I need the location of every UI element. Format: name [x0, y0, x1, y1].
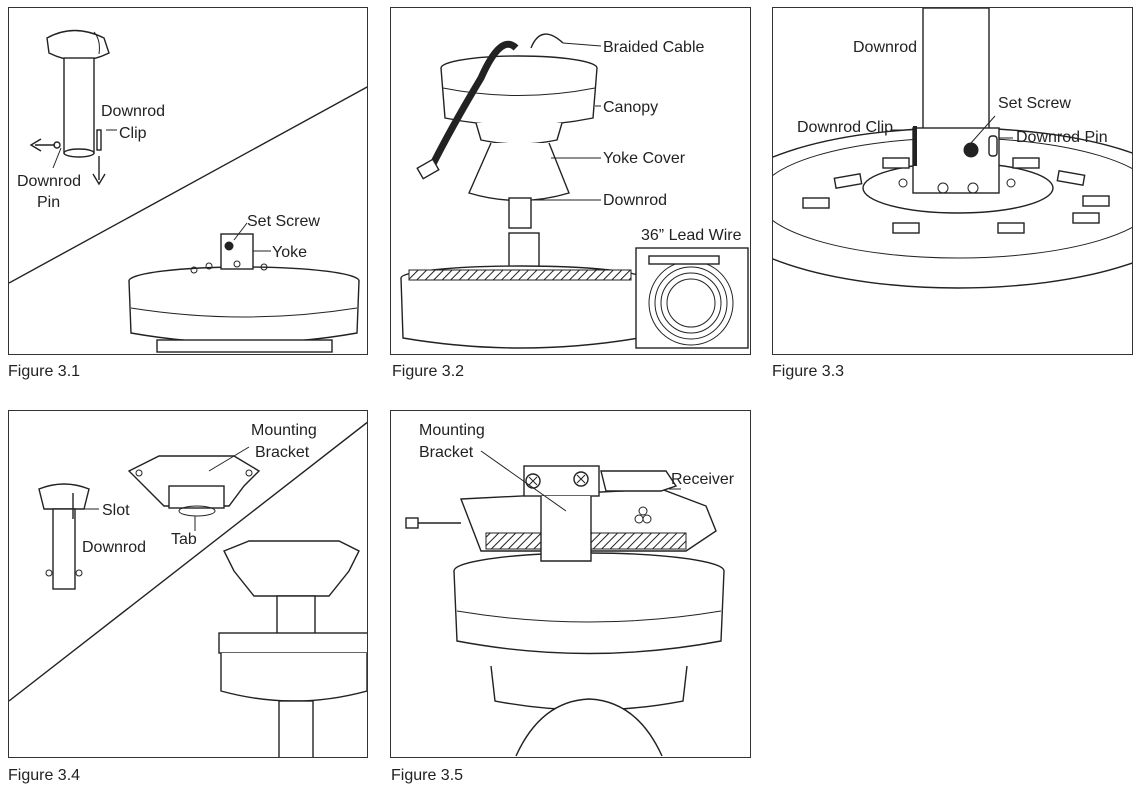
figure-3-3-illustration: Downrod Set Screw Downrod Clip Downrod P…: [773, 8, 1132, 289]
caption-figure-3-3: Figure 3.3: [772, 363, 845, 380]
caption-figure-3-1: Figure 3.1: [8, 363, 81, 380]
figure-3-2-panel: Braided Cable Canopy Yoke Cover Downrod …: [390, 7, 751, 355]
divider-line: [9, 421, 367, 702]
divider-line: [9, 86, 367, 284]
figure-3-5-panel: Mounting Bracket Receiver: [390, 410, 751, 758]
motor-housing: [128, 222, 360, 353]
motor-housing: [400, 232, 642, 349]
label-downrod: Downrod: [603, 192, 667, 209]
label-downrod-clip: Downrod Clip: [797, 119, 893, 136]
figure-3-1-panel: Downrod Clip Downrod Pin Set Screw Yoke: [8, 7, 368, 355]
label-slot: Slot: [102, 502, 130, 519]
assembled-view: [218, 540, 367, 757]
set-screw-icon: [224, 241, 234, 251]
label-mounting-bracket-line2: Bracket: [255, 444, 310, 461]
label-mounting-bracket-line1: Mounting: [419, 422, 485, 439]
downrod-clip-icon: [96, 129, 102, 151]
downrod-part: [38, 483, 99, 590]
arrow-left-icon: [29, 138, 55, 152]
label-lead-wire: 36” Lead Wire: [641, 227, 742, 244]
label-yoke: Yoke: [272, 244, 307, 261]
mounting-bracket-part: [127, 446, 261, 531]
label-canopy: Canopy: [603, 99, 658, 116]
label-downrod: Downrod: [82, 539, 146, 556]
motor-housing: [453, 552, 725, 757]
figure-3-2-illustration: Braided Cable Canopy Yoke Cover Downrod …: [400, 33, 749, 349]
label-downrod: Downrod: [853, 39, 917, 56]
label-set-screw: Set Screw: [998, 95, 1071, 112]
lead-wire-inset: [635, 247, 749, 349]
downrod-assembly: [29, 29, 117, 186]
figure-3-4-panel: Mounting Bracket Slot Downrod Tab: [8, 410, 368, 758]
figure-3-4-illustration: Mounting Bracket Slot Downrod Tab: [9, 421, 367, 757]
label-downrod-clip-line1: Downrod: [101, 103, 165, 120]
label-tab: Tab: [171, 531, 197, 548]
label-mounting-bracket-line1: Mounting: [251, 422, 317, 439]
figure-3-5-illustration: Mounting Bracket Receiver: [405, 422, 735, 757]
braided-cable: [427, 40, 519, 170]
caption-figure-3-4: Figure 3.4: [8, 767, 81, 784]
set-screw-icon: [963, 142, 979, 158]
label-braided-cable: Braided Cable: [603, 39, 705, 56]
label-downrod-pin: Downrod Pin: [1016, 129, 1108, 146]
caption-figure-3-5: Figure 3.5: [391, 767, 464, 784]
label-mounting-bracket-line2: Bracket: [419, 444, 474, 461]
label-yoke-cover: Yoke Cover: [603, 150, 686, 167]
arrow-down-icon: [92, 156, 106, 186]
yoke-cover: [468, 142, 570, 202]
figure-3-1-illustration: Downrod Clip Downrod Pin Set Screw Yoke: [9, 29, 367, 353]
downrod: [898, 8, 1016, 194]
yoke-icon: [220, 233, 254, 270]
label-downrod-clip-line2: Clip: [119, 125, 147, 142]
downrod-pin-icon: [988, 135, 998, 157]
figure-3-3-panel: Downrod Set Screw Downrod Clip Downrod P…: [772, 7, 1133, 355]
label-receiver: Receiver: [671, 471, 735, 488]
mounting-bracket: [480, 450, 678, 562]
caption-figure-3-2: Figure 3.2: [392, 363, 465, 380]
downrod: [508, 197, 532, 229]
label-set-screw: Set Screw: [247, 213, 320, 230]
label-downrod-pin-line2: Pin: [37, 194, 60, 211]
label-downrod-pin-line1: Downrod: [17, 173, 81, 190]
